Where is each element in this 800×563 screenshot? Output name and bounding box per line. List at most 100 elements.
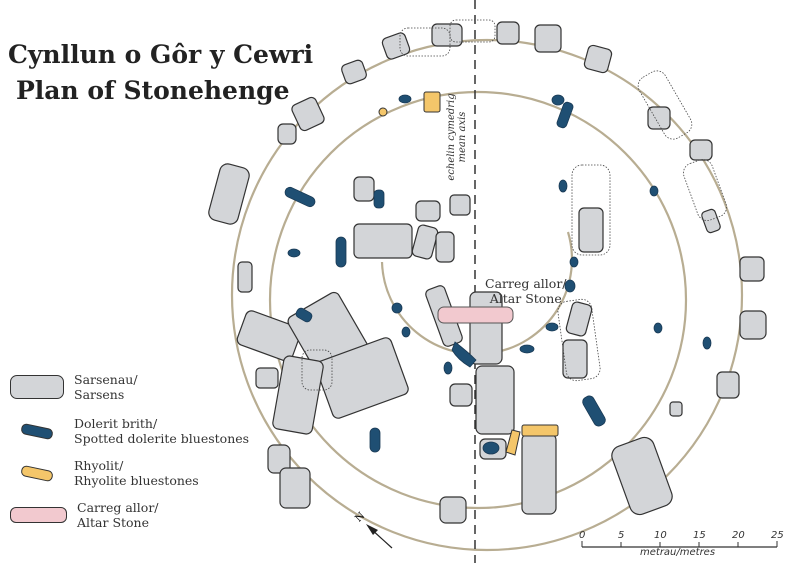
stone bbox=[611, 436, 673, 516]
stone bbox=[649, 185, 659, 197]
stone bbox=[583, 44, 613, 74]
stone bbox=[534, 24, 562, 53]
stone bbox=[496, 21, 520, 45]
stone bbox=[399, 27, 451, 57]
stone bbox=[716, 371, 740, 399]
rhyolite-swatch bbox=[20, 464, 54, 482]
north-arrow bbox=[366, 524, 393, 549]
mean-axis-label: echelin cymedrig mean axis bbox=[446, 82, 468, 192]
stone bbox=[551, 94, 565, 106]
stone bbox=[582, 395, 606, 427]
altar-label-welsh: Carreg allor/ bbox=[485, 276, 567, 291]
stone bbox=[669, 401, 683, 417]
stone bbox=[689, 139, 713, 161]
dolerite-swatch bbox=[20, 422, 54, 440]
stone bbox=[373, 189, 385, 209]
legend-label: Spotted dolerite bluestones bbox=[74, 431, 250, 446]
stone bbox=[562, 339, 588, 379]
stone bbox=[565, 301, 593, 337]
stone bbox=[647, 106, 671, 130]
scale-unit: metrau/metres bbox=[640, 547, 716, 558]
stone bbox=[431, 23, 463, 47]
stone bbox=[341, 59, 367, 85]
altar-stone bbox=[437, 306, 514, 324]
stone bbox=[449, 383, 473, 407]
scale-tick: 0 bbox=[579, 530, 586, 541]
legend-label: Sarsenau/ bbox=[74, 372, 138, 387]
axis-label-welsh: echelin cymedrig bbox=[446, 93, 457, 181]
buried-stones-outlines bbox=[301, 19, 727, 391]
scale-tick: 25 bbox=[771, 530, 784, 541]
stone bbox=[482, 441, 500, 455]
legend-label: Sarsens bbox=[74, 387, 125, 402]
middle-ring bbox=[268, 90, 688, 510]
stone bbox=[571, 164, 611, 256]
scale-tick: 20 bbox=[732, 530, 745, 541]
altar-stone-label: Carreg allor/ Altar Stone bbox=[485, 276, 567, 306]
stone bbox=[287, 248, 301, 258]
stone bbox=[237, 261, 253, 293]
stone bbox=[739, 256, 765, 282]
stone bbox=[569, 256, 579, 268]
stone bbox=[369, 427, 381, 453]
legend-dolerite: Dolerit brith/Spotted dolerite bluestone… bbox=[10, 416, 249, 446]
stone bbox=[653, 322, 663, 334]
stone bbox=[353, 176, 375, 202]
stone bbox=[315, 337, 409, 419]
stone bbox=[415, 200, 441, 222]
legend-altar: Carreg allor/Altar Stone bbox=[10, 500, 159, 530]
scale-tick: 5 bbox=[618, 530, 625, 541]
stone bbox=[683, 159, 727, 221]
axis-label-english: mean axis bbox=[457, 111, 468, 163]
stone bbox=[449, 19, 496, 43]
stone bbox=[519, 344, 535, 354]
scale-tick: 10 bbox=[654, 530, 667, 541]
stone bbox=[279, 467, 311, 509]
stone bbox=[451, 341, 477, 368]
sarsen-swatch bbox=[10, 375, 64, 399]
stone bbox=[267, 444, 291, 474]
stone bbox=[556, 101, 574, 129]
stone bbox=[391, 302, 403, 314]
stone bbox=[637, 70, 693, 140]
stone bbox=[702, 336, 712, 350]
stone bbox=[701, 208, 721, 234]
stone bbox=[295, 307, 313, 323]
stone bbox=[449, 194, 471, 216]
dolerite-bluestones bbox=[284, 94, 712, 455]
legend-sarsens: Sarsenau/Sarsens bbox=[10, 372, 138, 402]
stone bbox=[284, 186, 316, 208]
rhyolite-bluestones bbox=[378, 91, 559, 456]
stone bbox=[739, 310, 767, 340]
stone bbox=[272, 355, 324, 435]
legend-label: Altar Stone bbox=[77, 515, 150, 530]
stone bbox=[353, 223, 413, 259]
stone bbox=[291, 96, 325, 132]
legend-label: Rhyolit/ bbox=[74, 458, 124, 473]
legend-label: Dolerit brith/ bbox=[74, 416, 158, 431]
stone bbox=[335, 236, 347, 268]
stone bbox=[398, 94, 412, 104]
title-english: Plan of Stonehenge bbox=[16, 76, 290, 105]
outer-ring bbox=[230, 38, 744, 552]
stone bbox=[378, 107, 388, 117]
stone bbox=[443, 361, 453, 375]
stone bbox=[236, 310, 302, 362]
stone bbox=[255, 367, 279, 389]
scale-tick: 15 bbox=[693, 530, 706, 541]
title-welsh: Cynllun o Gôr y Cewri bbox=[8, 40, 314, 69]
stone bbox=[401, 326, 411, 338]
stone bbox=[578, 207, 604, 253]
altar-swatch bbox=[10, 507, 67, 523]
stone bbox=[545, 322, 559, 332]
legend-rhyolite: Rhyolit/Rhyolite bluestones bbox=[10, 458, 199, 488]
stone bbox=[301, 349, 333, 391]
stone bbox=[208, 163, 250, 225]
stone bbox=[475, 365, 515, 435]
legend-label: Rhyolite bluestones bbox=[74, 473, 199, 488]
stone bbox=[564, 279, 576, 293]
stone bbox=[277, 123, 297, 145]
stone bbox=[521, 433, 557, 515]
